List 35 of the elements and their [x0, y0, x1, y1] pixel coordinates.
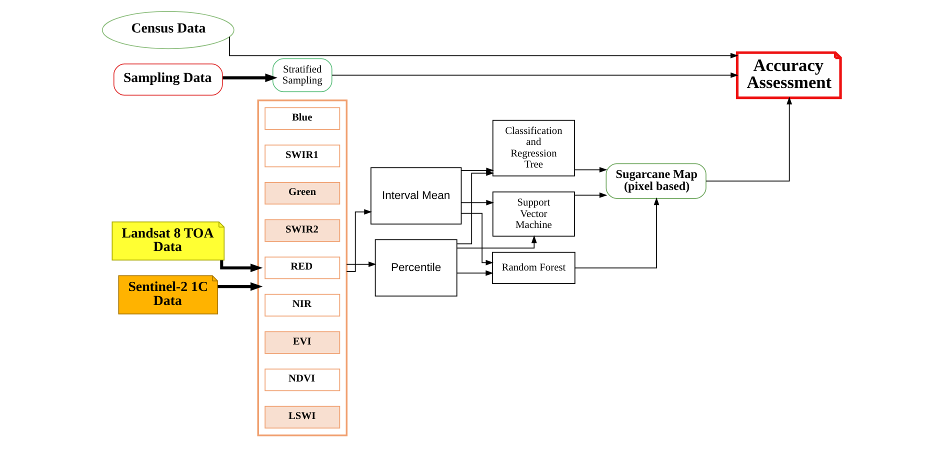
arrow [222, 74, 278, 82]
node-box: Stratified Sampling [272, 58, 332, 92]
node-box: Percentile [374, 239, 458, 297]
node-box: LSWI [264, 406, 340, 428]
node-box: Random Forest [492, 252, 576, 284]
arrow [218, 282, 263, 291]
node-box: Green [264, 182, 340, 205]
node-box: RED [264, 256, 340, 280]
node-box: SWIR1 [264, 144, 340, 168]
node-box: Interval Mean [370, 167, 462, 224]
arrow [456, 270, 494, 276]
node-ellipse: Census Data [102, 11, 234, 50]
node-box: Support Vector Machine [492, 192, 575, 237]
node-box: SWIR2 [264, 219, 340, 242]
node-box: Sugarcane Map (pixel based) [606, 163, 706, 199]
arrow [460, 200, 494, 206]
arrow [346, 262, 376, 267]
arrow [346, 209, 372, 272]
arrow [220, 260, 263, 272]
arrow [574, 192, 608, 198]
arrow [456, 235, 537, 248]
arrow [229, 36, 738, 58]
cluster [257, 100, 348, 436]
arrow [574, 167, 608, 173]
arrow [574, 197, 660, 268]
node-box: Sampling Data [113, 63, 223, 96]
arrow [461, 212, 494, 266]
arrow [706, 96, 792, 182]
node-box: NIR [264, 294, 340, 316]
node-box: Classification and Regression Tree [492, 120, 575, 176]
arrow [456, 170, 494, 244]
node-box: NDVI [264, 368, 340, 392]
node-box: EVI [264, 331, 340, 354]
node-box: Blue [264, 107, 340, 130]
arrow [332, 72, 738, 78]
